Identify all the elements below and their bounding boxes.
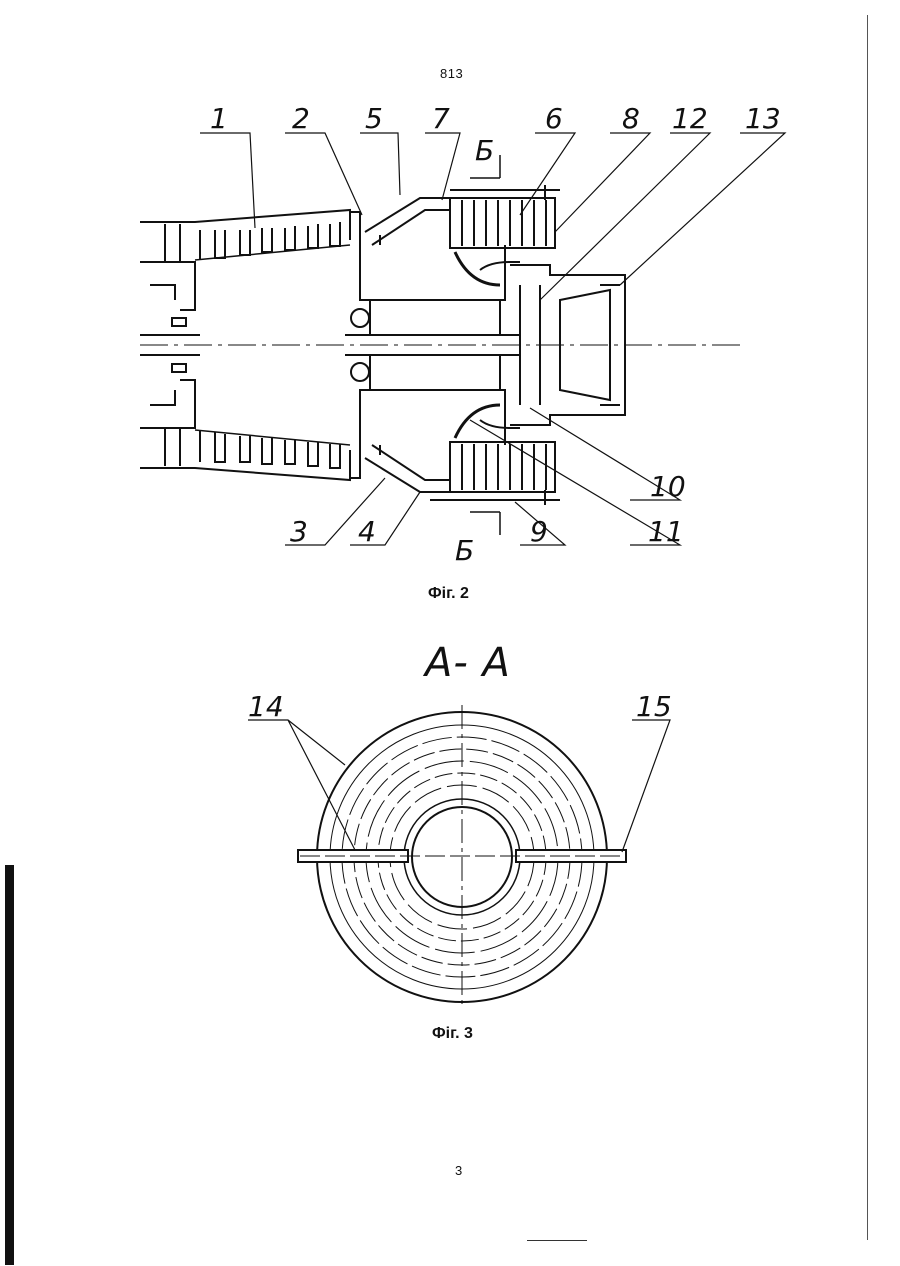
lower-duct xyxy=(365,445,450,492)
figure-3-drawing xyxy=(248,705,670,1005)
figure-2-caption: Фіг. 2 xyxy=(428,585,469,603)
bottom-dash xyxy=(527,1240,587,1241)
section-mark-bottom: Б xyxy=(455,534,474,567)
figure-2-drawing xyxy=(140,133,785,545)
label-8: 8 xyxy=(622,102,640,135)
label-2: 2 xyxy=(292,102,310,135)
left-scan-bar xyxy=(5,865,14,1265)
label-1: 1 xyxy=(210,102,228,135)
heat-exchanger-bottom xyxy=(450,442,555,492)
middle-housing-bottom xyxy=(350,390,505,478)
label-11: 11 xyxy=(648,515,684,548)
label-13: 13 xyxy=(745,102,781,135)
label-12: 12 xyxy=(672,102,708,135)
label-5: 5 xyxy=(365,102,383,135)
label-3: 3 xyxy=(290,515,308,548)
label-14: 14 xyxy=(248,690,284,723)
label-10: 10 xyxy=(650,470,686,503)
label-15: 15 xyxy=(636,690,672,723)
right-margin-rule xyxy=(867,15,868,1240)
label-9: 9 xyxy=(530,515,548,548)
label-7: 7 xyxy=(432,102,450,135)
label-4: 4 xyxy=(358,515,376,548)
middle-housing-top xyxy=(350,212,505,300)
upper-duct xyxy=(365,198,450,245)
section-mark-top: Б xyxy=(475,134,494,167)
label-6: 6 xyxy=(545,102,563,135)
figure-3-section-title: А- А xyxy=(425,640,511,686)
page-number: 3 xyxy=(455,1163,462,1178)
heat-exchanger-top xyxy=(450,198,555,248)
figure-3-caption: Фіг. 3 xyxy=(432,1025,473,1043)
